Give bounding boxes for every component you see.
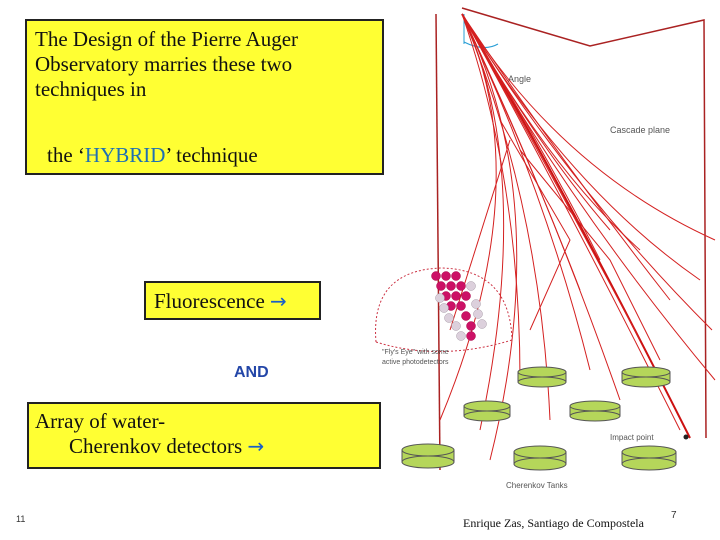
array-line-2-wrap: Cherenkov detectors →	[35, 434, 373, 459]
footer-credit: Enrique Zas, Santiago de Compostela	[463, 516, 644, 530]
hybrid-prefix: the ‘	[47, 143, 85, 167]
cascade-plane-frame	[461, 7, 707, 439]
fluorescence-box: Fluorescence →	[144, 281, 321, 320]
cherenkov-tank	[463, 400, 511, 422]
fluorescence-label: Fluorescence	[154, 289, 265, 313]
title-line-3: techniques in	[35, 77, 147, 101]
shower-particles	[439, 13, 716, 461]
slide-number-right: 7	[671, 510, 677, 521]
angle-label: Angle	[508, 74, 531, 84]
cherenkov-tank	[513, 445, 567, 471]
cherenkov-tank	[401, 443, 455, 469]
flys-eye-label-2: active photodetectors	[382, 359, 449, 366]
impact-point-label: Impact point	[610, 433, 654, 442]
flys-eye-base	[375, 339, 513, 352]
array-line-1: Array of water-	[35, 409, 166, 433]
array-line-2: Cherenkov detectors	[69, 434, 243, 458]
cherenkov-tank	[517, 366, 567, 388]
impact-point-marker	[683, 434, 689, 440]
cascade-plane-left-edge	[435, 13, 441, 471]
flys-eye-dome	[375, 267, 513, 343]
cherenkov-tanks-label: Cherenkov Tanks	[506, 481, 568, 490]
arrow-right-icon: →	[270, 289, 287, 313]
arrow-right-icon: →	[247, 434, 265, 458]
hybrid-detector-diagram: Angle Cascade plane "Fly's Eye" with som…	[375, 7, 716, 490]
cherenkov-tank	[621, 366, 671, 388]
array-box: Array of water- Cherenkov detectors →	[27, 402, 381, 469]
photodetector-array	[431, 271, 487, 341]
flys-eye-label-1: "Fly's Eye" with some	[382, 349, 449, 356]
and-label: AND	[234, 364, 269, 381]
hybrid-word: HYBRID	[84, 143, 166, 167]
cherenkov-tank	[569, 400, 621, 422]
slide-number-left: 11	[16, 514, 26, 524]
title-line-1: The Design of the Pierre Auger	[35, 27, 299, 51]
title-text-box: The Design of the Pierre Auger Observato…	[25, 19, 384, 175]
cherenkov-tank	[621, 445, 677, 471]
title-line-2: Observatory marries these two	[35, 52, 293, 76]
hybrid-technique-line: the ‘HYBRID’ technique	[47, 143, 258, 168]
cherenkov-tanks	[401, 366, 677, 471]
cascade-plane-label: Cascade plane	[610, 125, 670, 135]
hybrid-suffix: ’ technique	[165, 143, 258, 167]
